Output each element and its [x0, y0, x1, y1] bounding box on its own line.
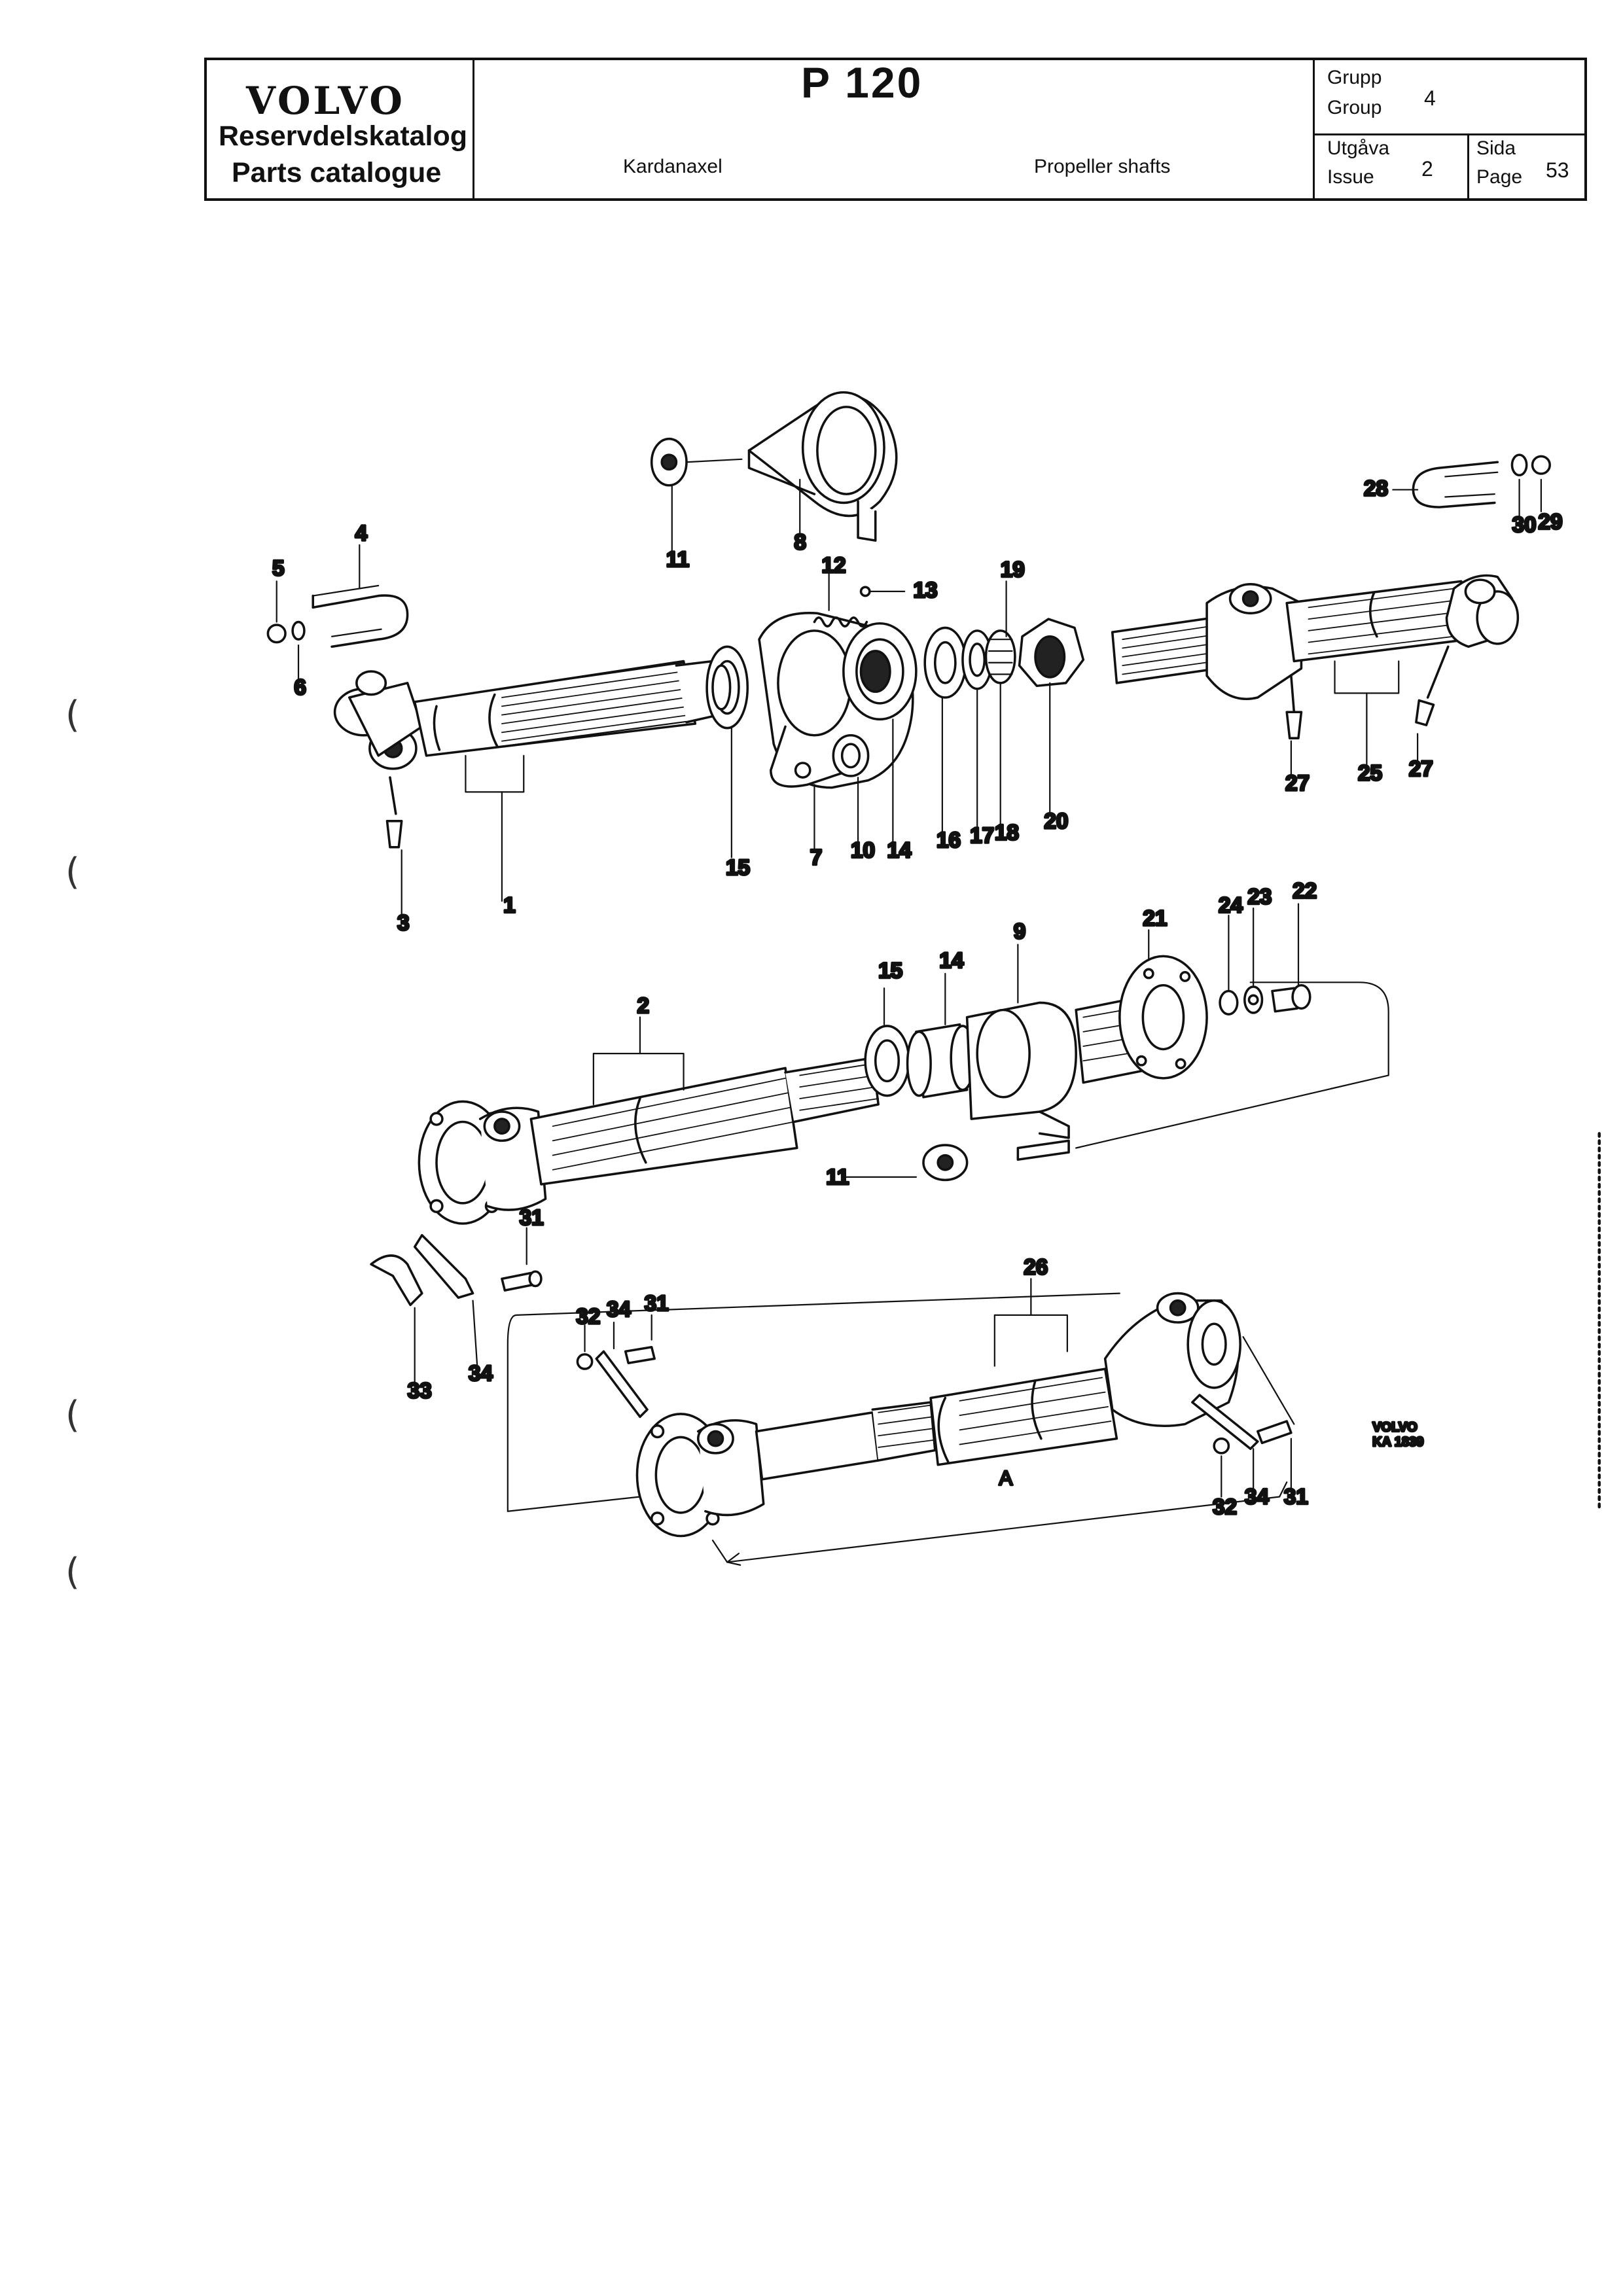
dust-cover — [864, 1025, 910, 1097]
callout-1: 1 — [503, 894, 516, 918]
stamp-code: KA 1839 — [1372, 1435, 1423, 1449]
callout-12: 12 — [822, 554, 846, 578]
callout-7: 7 — [810, 845, 823, 870]
hex-nut — [1018, 618, 1085, 688]
divider — [1313, 60, 1315, 198]
callout-3: 3 — [397, 911, 410, 935]
callout-22: 22 — [1293, 879, 1317, 904]
callout-20: 20 — [1044, 809, 1068, 834]
callout-34-c: 34 — [1245, 1485, 1270, 1510]
issue-value: 2 — [1421, 157, 1433, 181]
callout-21: 21 — [1143, 907, 1167, 931]
callout-27: 27 — [1285, 771, 1310, 796]
bearing-support — [965, 1001, 1077, 1161]
divider — [1313, 133, 1584, 135]
callout-10: 10 — [851, 838, 875, 862]
callout-6: 6 — [294, 676, 306, 700]
intermediate-propeller-shaft — [1111, 574, 1520, 771]
callout-23: 23 — [1247, 885, 1272, 909]
margin-mark: ( — [65, 851, 80, 893]
group-label-en: Group — [1327, 97, 1382, 118]
margin-mark: ( — [65, 1551, 80, 1593]
callout-27-b: 27 — [1409, 757, 1433, 781]
callout-17: 17 — [970, 824, 994, 848]
callout-13: 13 — [913, 578, 937, 603]
leader-lines — [276, 478, 1542, 1025]
lubrication-nipple — [859, 586, 906, 597]
callout-26: 26 — [1024, 1256, 1048, 1280]
front-propeller-shaft — [333, 660, 720, 902]
callout-18: 18 — [995, 821, 1019, 845]
companion-flange — [650, 437, 743, 487]
center-bearing-bracket — [758, 612, 914, 789]
callout-34-b: 34 — [607, 1298, 632, 1322]
callout-28: 28 — [1364, 476, 1388, 501]
callout-14-b: 14 — [939, 949, 964, 973]
issue-label-en: Issue — [1327, 166, 1374, 188]
callout-30: 30 — [1512, 513, 1536, 537]
two-joint-propeller-shaft — [635, 1278, 1288, 1566]
companion-flange — [842, 1144, 969, 1182]
catalog-title-en: Parts catalogue — [232, 157, 442, 188]
section-title-en: Propeller shafts — [1034, 156, 1171, 177]
stamp-brand: VOLVO — [1372, 1421, 1417, 1435]
divider — [473, 60, 474, 198]
catalog-title-sv: Reservdelskatalog — [219, 120, 468, 152]
washers — [923, 626, 1016, 699]
margin-mark: ( — [65, 694, 80, 736]
callout-labels: 1 2 3 4 5 6 7 8 9 10 11 11 12 13 14 14 1… — [271, 476, 1563, 1521]
callout-15-b: 15 — [878, 959, 902, 983]
group-value: 4 — [1424, 86, 1436, 110]
callout-15: 15 — [726, 856, 750, 880]
callout-5: 5 — [272, 556, 285, 580]
locking-plate-set — [370, 1227, 543, 1389]
dust-cover — [705, 645, 749, 730]
callout-11-b: 11 — [826, 1165, 849, 1190]
dimension-label: A — [999, 1467, 1012, 1490]
callout-32-b: 32 — [1213, 1495, 1237, 1519]
callout-29: 29 — [1538, 510, 1562, 534]
rubber-ring — [832, 733, 870, 777]
callout-16: 16 — [936, 828, 961, 853]
page-label-en: Page — [1476, 166, 1523, 188]
locking-plate-set — [1191, 1394, 1293, 1498]
enclosing-outline — [507, 1292, 1120, 1512]
page-label-sv: Sida — [1476, 137, 1516, 159]
locking-plate-set — [576, 1314, 656, 1419]
title-block: VOLVO Reservdelskatalog Parts catalogue … — [204, 58, 1587, 201]
callout-11: 11 — [666, 548, 689, 572]
protective-cover — [747, 391, 898, 542]
page-value: 53 — [1546, 158, 1569, 182]
spring — [813, 616, 868, 627]
callout-31-b: 31 — [645, 1292, 669, 1316]
issue-label-sv: Utgåva — [1327, 137, 1390, 159]
callout-32: 32 — [576, 1305, 600, 1329]
output-flange — [1075, 955, 1208, 1084]
rear-propeller-shaft — [418, 1016, 880, 1225]
flange-bolt — [1219, 983, 1311, 1016]
callout-8: 8 — [794, 530, 806, 554]
callout-24: 24 — [1219, 894, 1243, 918]
callout-34: 34 — [469, 1362, 493, 1386]
callout-33: 33 — [408, 1379, 432, 1403]
model-title: P 120 — [801, 58, 923, 107]
group-label-sv: Grupp — [1327, 67, 1382, 88]
callout-31-c: 31 — [1284, 1485, 1308, 1510]
ball-bearing — [906, 1023, 976, 1099]
u-bolt-right — [1392, 453, 1551, 508]
callout-31: 31 — [520, 1206, 544, 1230]
divider — [1467, 133, 1469, 198]
callout-4: 4 — [355, 521, 368, 546]
callout-19: 19 — [1001, 558, 1025, 582]
u-bolt-left — [266, 584, 409, 648]
ball-bearing — [842, 622, 918, 721]
callout-14: 14 — [887, 838, 912, 862]
callout-9: 9 — [1014, 920, 1026, 944]
margin-mark: ( — [65, 1394, 80, 1436]
callout-25: 25 — [1358, 762, 1382, 786]
section-title-sv: Kardanaxel — [623, 156, 722, 177]
callout-2: 2 — [637, 994, 649, 1018]
brand-logo: VOLVO — [246, 79, 405, 123]
